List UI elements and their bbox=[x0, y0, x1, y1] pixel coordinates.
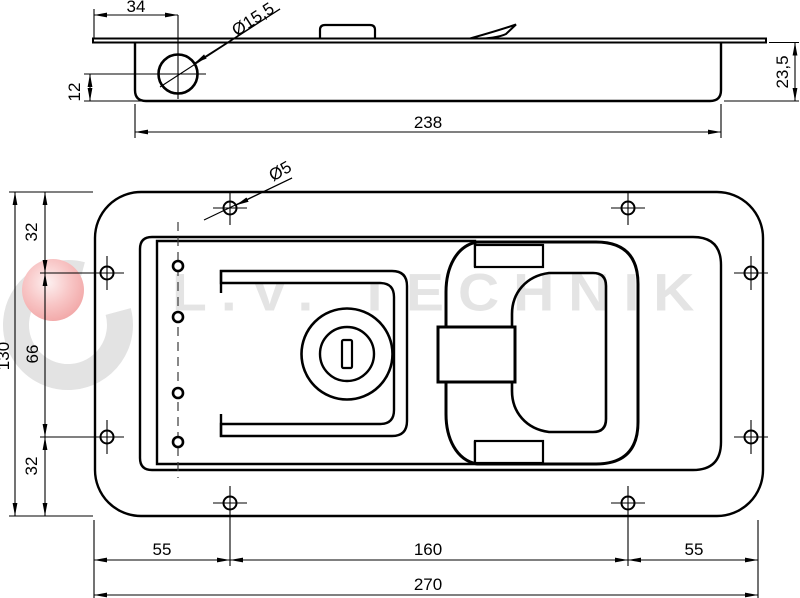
side-view-button bbox=[318, 23, 377, 38]
side-view: 34 Ø15,5 12 238 23,5 bbox=[65, 0, 799, 138]
dim-hole-offset-x: 34 bbox=[127, 0, 146, 16]
dim-hole-to-bottom-edge: 32 bbox=[22, 457, 41, 476]
inner-dish bbox=[138, 235, 723, 472]
cam-outer-profile bbox=[444, 240, 640, 466]
side-view-flange bbox=[92, 37, 767, 44]
side-view-body bbox=[133, 42, 723, 103]
lv-technik-logo bbox=[3, 259, 133, 390]
cam-strap-bottom bbox=[473, 439, 545, 465]
dim-total-height: 130 bbox=[0, 342, 13, 370]
cam-strap-top bbox=[473, 243, 545, 269]
dim-mount-hole-diameter: Ø5 bbox=[266, 157, 295, 185]
dim-total-depth: 23,5 bbox=[773, 55, 792, 88]
side-view-lever-tip bbox=[469, 23, 517, 40]
side-view-dim-lines bbox=[87, 8, 798, 135]
dim-left-edge-to-hole: 55 bbox=[153, 540, 172, 559]
front-view-extension-lines bbox=[9, 191, 768, 598]
front-view: Ø5 32 66 32 130 55 160 55 270 bbox=[0, 157, 768, 598]
cam-inner-profile bbox=[510, 271, 608, 434]
rivet-holes bbox=[171, 259, 185, 449]
dim-total-width: 270 bbox=[414, 575, 442, 594]
dim-body-length: 238 bbox=[414, 113, 442, 132]
keyhole-slot bbox=[340, 338, 354, 370]
dim-hole-to-hole-vertical: 66 bbox=[23, 345, 42, 364]
dim-hole-offset-y: 12 bbox=[65, 83, 84, 102]
dim-hole-to-right-edge: 55 bbox=[685, 540, 704, 559]
dim-hole-diameter: Ø15,5 bbox=[228, 0, 277, 40]
striker-block bbox=[436, 325, 517, 384]
dim-top-edge-to-hole: 32 bbox=[22, 223, 41, 242]
outer-dish bbox=[93, 190, 765, 518]
logo-ball bbox=[22, 259, 84, 321]
front-view-dim-lines bbox=[12, 177, 758, 598]
dim-hole-to-hole-horizontal: 160 bbox=[414, 540, 442, 559]
